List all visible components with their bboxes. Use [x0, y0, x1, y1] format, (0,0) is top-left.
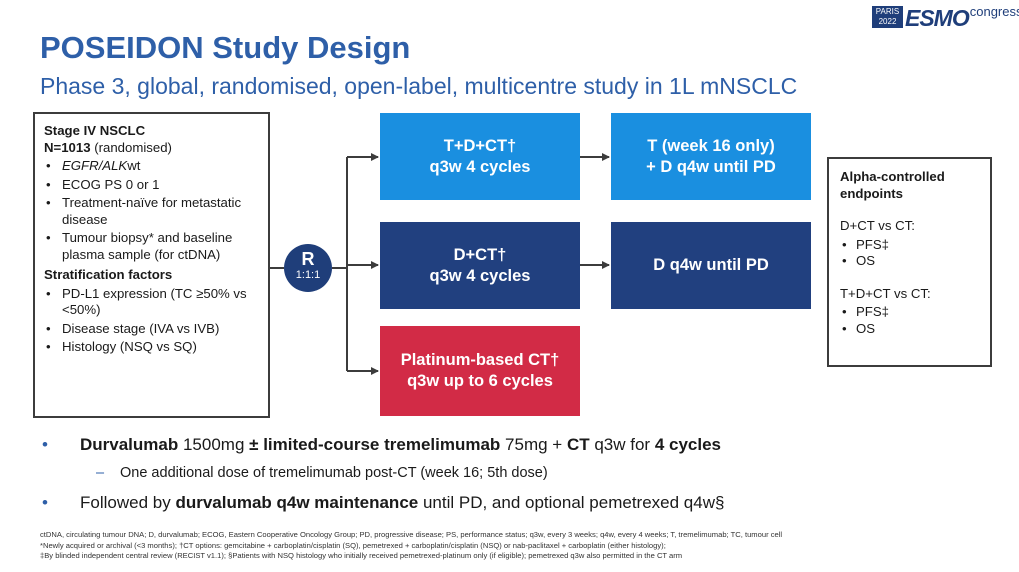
criterion-item: ECOG PS 0 or 1	[44, 177, 259, 194]
dosing-subbullet: One additional dose of tremelimumab post…	[40, 463, 1000, 484]
endpoint-group-dct: D+CT vs CT:	[840, 218, 915, 233]
esmo-wordmark: ESMO	[905, 5, 970, 31]
endpoint-item: OS	[840, 321, 980, 338]
stratification-item: Disease stage (IVA vs IVB)	[44, 321, 259, 338]
endpoint-list-tdct: PFS‡ OS	[840, 304, 980, 337]
randomisation-letter: R	[301, 249, 315, 269]
endpoint-item: OS	[840, 253, 980, 270]
arm-dct-maintenance: D q4w until PD	[611, 222, 811, 309]
arm-tdct-induction: T+D+CT†q3w 4 cycles	[380, 113, 580, 200]
endpoint-list-dct: PFS‡ OS	[840, 237, 980, 270]
eligibility-box: Stage IV NSCLC N=1013 (randomised) EGFR/…	[33, 112, 270, 418]
footnote-abbreviations: ctDNA, circulating tumour DNA; D, durval…	[40, 530, 783, 539]
paris-2022-badge: PARIS 2022	[872, 6, 903, 28]
footnote-review: ‡By blinded independent central review (…	[40, 551, 683, 560]
congress-wordmark: congress	[969, 4, 1019, 19]
endpoints-heading: Alpha-controlled endpoints	[840, 169, 945, 201]
criterion-item: Treatment-naïve for metastatic disease	[44, 195, 259, 228]
stratification-item: Histology (NSQ vs SQ)	[44, 339, 259, 356]
dosing-bullets: Durvalumab 1500mg ± limited-course treme…	[40, 434, 1000, 513]
arm-ct-control: Platinum-based CT†q3w up to 6 cycles	[380, 326, 580, 416]
sample-size: N=1013 (randomised)	[44, 139, 172, 155]
population-heading: Stage IV NSCLC	[44, 123, 146, 138]
dosing-bullet-primary: Durvalumab 1500mg ± limited-course treme…	[40, 434, 1000, 455]
criterion-item: EGFR/ALKwt	[44, 158, 259, 175]
stratification-item: PD-L1 expression (TC ≥50% vs <50%)	[44, 286, 259, 319]
slide-subtitle: Phase 3, global, randomised, open-label,…	[40, 73, 798, 99]
footnotes: ctDNA, circulating tumour DNA; D, durval…	[40, 530, 1000, 562]
endpoints-box: Alpha-controlled endpoints D+CT vs CT: P…	[827, 157, 992, 367]
randomisation-node: R 1:1:1	[284, 244, 332, 292]
criterion-item: Tumour biopsy* and baseline plasma sampl…	[44, 230, 259, 263]
randomisation-ratio: 1:1:1	[295, 269, 321, 281]
slide-title: POSEIDON Study Design	[40, 30, 411, 65]
stratification-list: PD-L1 expression (TC ≥50% vs <50%) Disea…	[44, 286, 259, 356]
endpoint-group-tdct: T+D+CT vs CT:	[840, 285, 931, 301]
arm-tdct-maintenance: T (week 16 only)+ D q4w until PD	[611, 113, 811, 200]
esmo-congress-logo: PARIS 2022 ESMO congress	[872, 4, 1019, 32]
footnote-ct-options: *Newly acquired or archival (<3 months);…	[40, 540, 666, 550]
stratification-heading: Stratification factors	[44, 267, 173, 282]
endpoint-item: PFS‡	[840, 304, 980, 321]
arm-dct-induction: D+CT†q3w 4 cycles	[380, 222, 580, 309]
maintenance-bullet: Followed by durvalumab q4w maintenance u…	[40, 492, 1000, 513]
eligibility-criteria-list: EGFR/ALKwt ECOG PS 0 or 1 Treatment-naïv…	[44, 158, 259, 263]
endpoint-item: PFS‡	[840, 237, 980, 254]
